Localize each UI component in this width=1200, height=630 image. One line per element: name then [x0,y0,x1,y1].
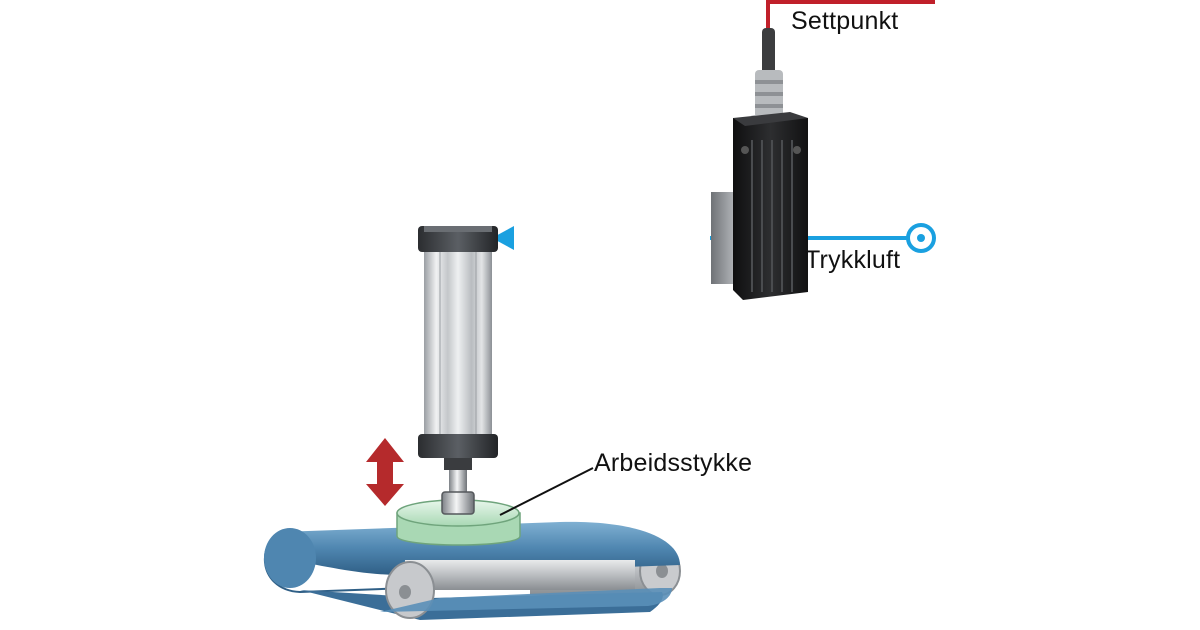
pneumatic-cylinder [418,226,498,515]
workpiece [396,499,521,546]
pressure-regulator [711,28,808,300]
conveyor-belt [264,521,681,620]
compressed-air-label: Trykkluft [805,246,901,274]
workpiece-leader-line [499,467,594,516]
workpiece-label: Arbeidsstykke [594,449,753,477]
setpoint-label: Settpunkt [791,7,899,35]
air-flow-arrow [492,226,514,250]
motion-arrow-icon [366,438,404,506]
air-supply-icon [906,223,936,253]
setpoint-signal-line [766,0,935,30]
